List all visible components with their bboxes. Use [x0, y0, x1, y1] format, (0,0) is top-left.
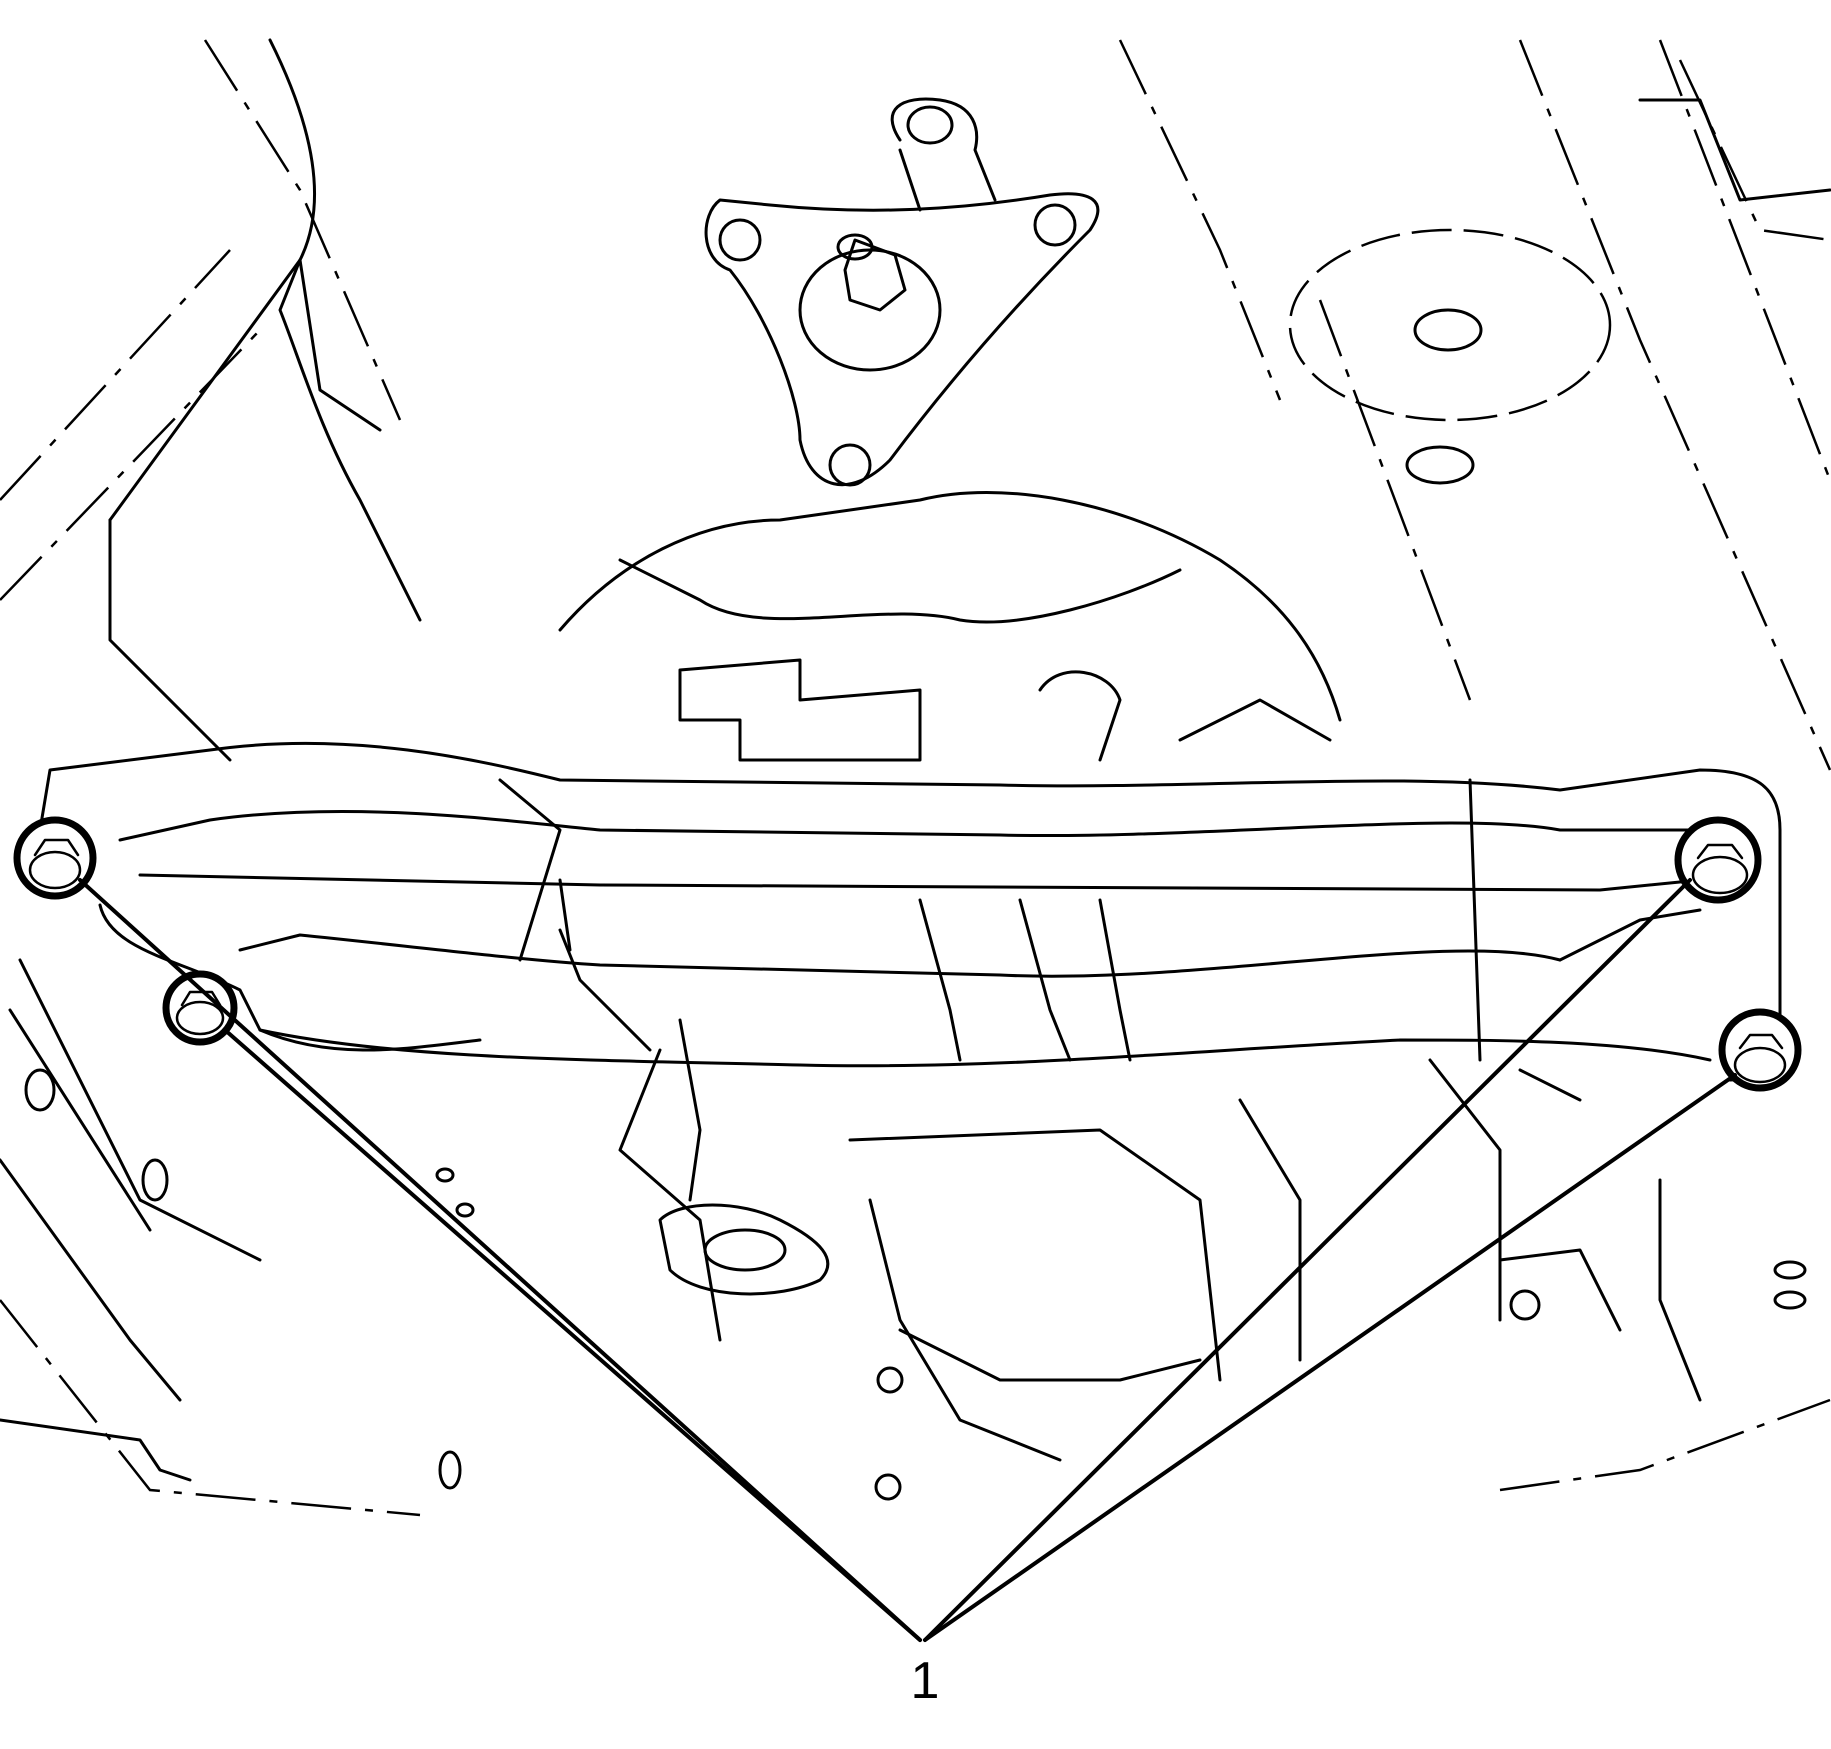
- transmission-case: [498, 491, 1807, 1462]
- bolt-icon: [1718, 1008, 1802, 1092]
- callout-leader-lines: [78, 878, 1737, 1642]
- crossmember-bolts: [13, 816, 1802, 1501]
- left-body-panel: [0, 38, 475, 1490]
- crossmember: [38, 741, 1782, 1202]
- vehicle-body-phantom-lines: [0, 39, 1831, 1517]
- transmission-mount-plate: [704, 97, 1100, 487]
- bolt-icon: [1674, 816, 1762, 904]
- bolt-icon: [13, 816, 97, 900]
- callout-label-1: 1: [910, 1652, 940, 1710]
- bolt-icon: [162, 970, 238, 1046]
